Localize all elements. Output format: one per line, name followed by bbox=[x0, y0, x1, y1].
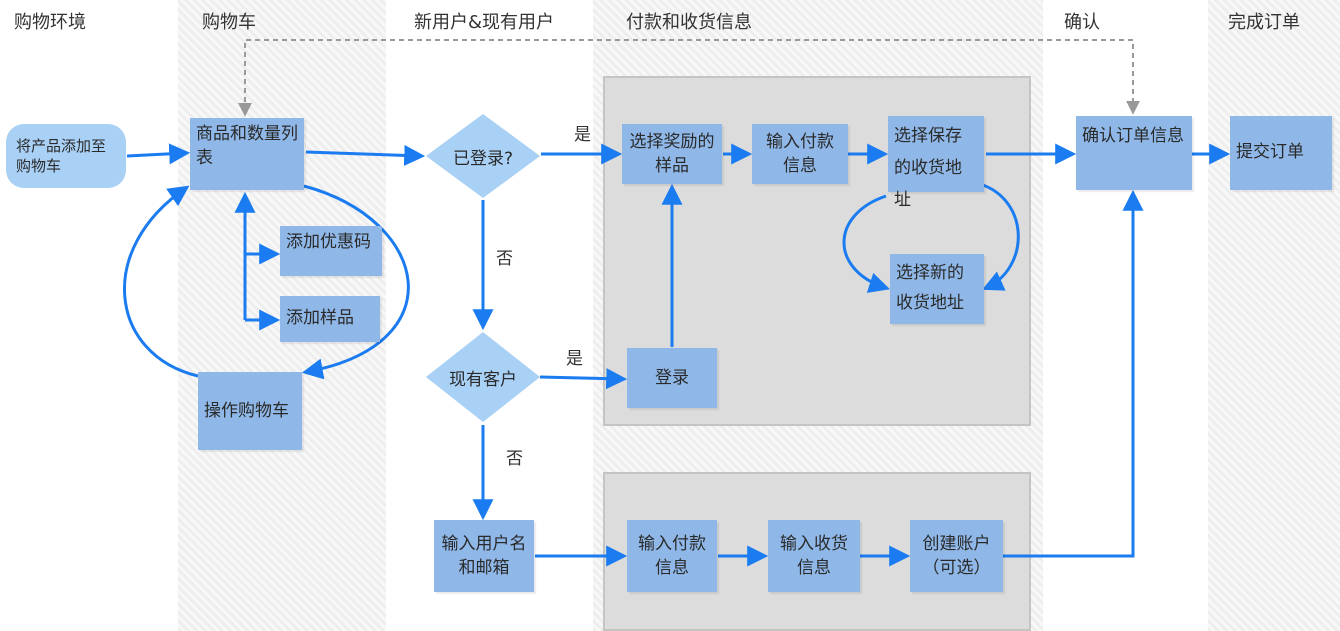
node-login: 登录 bbox=[627, 348, 717, 408]
edge-label-yes-existing: 是 bbox=[566, 349, 583, 369]
node-create-account: 创建账户（可选） bbox=[910, 520, 1003, 592]
lane-title-user: 新用户&现有用户 bbox=[414, 12, 555, 33]
edge-add-to-list bbox=[126, 143, 191, 165]
node-add-sample: 添加样品 bbox=[280, 296, 380, 342]
lane-bg-complete bbox=[1208, 0, 1340, 631]
edge-label-no-existing: 否 bbox=[506, 449, 523, 469]
edge-existing-yes bbox=[539, 368, 628, 390]
node-choose-reward-sample: 选择奖励的样品 bbox=[622, 124, 722, 184]
node-enter-shipping: 输入收货信息 bbox=[768, 520, 860, 592]
node-logged-in-decision: 已登录? bbox=[424, 112, 542, 200]
lane-title-shopping: 购物环境 bbox=[14, 12, 86, 33]
edge-dashed-feedback bbox=[238, 39, 1134, 117]
lane-title-payment: 付款和收货信息 bbox=[626, 12, 752, 33]
node-submit-order: 提交订单 bbox=[1230, 116, 1332, 190]
node-existing-customer-decision: 现有客户 bbox=[424, 330, 542, 424]
node-product-list: 商品和数量列表 bbox=[190, 118, 304, 190]
existing-customer-label: 现有客户 bbox=[449, 369, 517, 390]
edge-create-to-confirm bbox=[1003, 189, 1144, 558]
node-choose-saved-address: 选择保存的收货地址 bbox=[888, 116, 984, 210]
edge-loop-left bbox=[123, 185, 199, 378]
node-add-coupon: 添加优惠码 bbox=[280, 226, 382, 276]
edge-loop-right bbox=[301, 184, 410, 380]
logged-in-label: 已登录? bbox=[452, 148, 514, 169]
edge-saved-new-right bbox=[979, 182, 1020, 291]
node-choose-new-address: 选择新的收货地址 bbox=[890, 254, 984, 324]
node-enter-user-email: 输入用户名和邮箱 bbox=[434, 520, 534, 592]
edge-list-to-logged bbox=[305, 144, 426, 166]
node-confirm-order: 确认订单信息 bbox=[1076, 116, 1192, 190]
edge-label-yes-logged: 是 bbox=[574, 125, 591, 145]
lane-title-cart: 购物车 bbox=[202, 12, 256, 33]
node-manage-cart: 操作购物车 bbox=[198, 372, 302, 450]
edge-saved-new-left bbox=[842, 194, 890, 293]
edge-label-no-logged: 否 bbox=[496, 249, 513, 269]
node-enter-payment-1: 输入付款信息 bbox=[752, 124, 848, 184]
lane-title-confirm: 确认 bbox=[1064, 12, 1100, 33]
node-add-to-cart: 将产品添加至购物车 bbox=[6, 124, 126, 188]
lane-title-complete: 完成订单 bbox=[1228, 12, 1300, 33]
node-enter-payment-2: 输入付款信息 bbox=[627, 520, 717, 592]
